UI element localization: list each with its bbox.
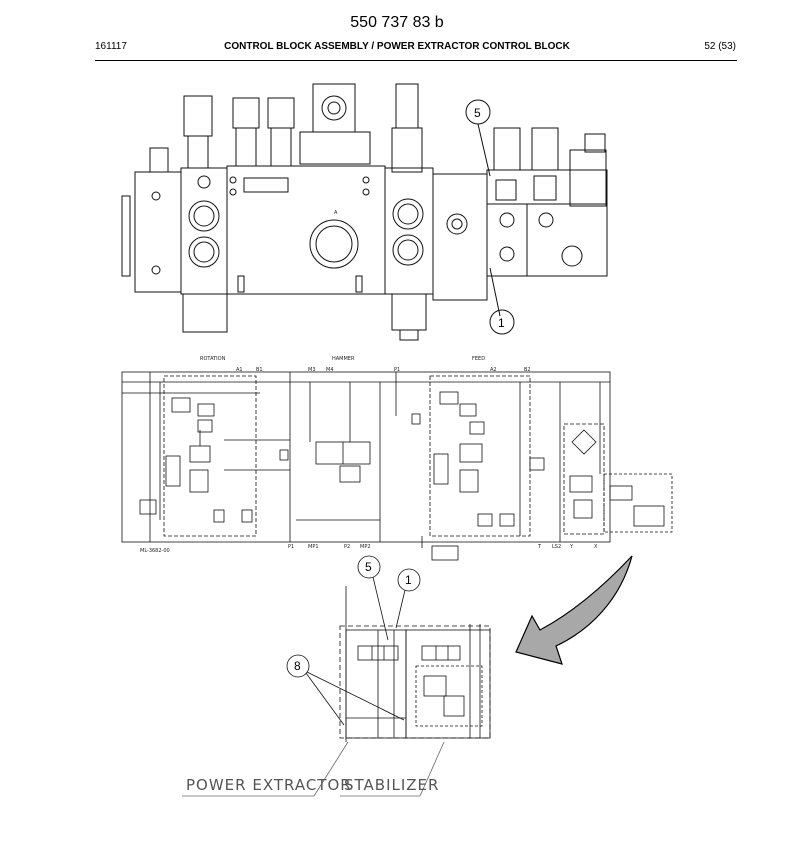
header-title: CONTROL BLOCK ASSEMBLY / POWER EXTRACTOR… bbox=[224, 41, 570, 52]
port-b1: B1 bbox=[256, 367, 263, 373]
callout-5-top: 5 bbox=[474, 106, 481, 120]
callout-1-detail: 1 bbox=[405, 573, 412, 587]
port-label-a: A bbox=[334, 210, 338, 216]
port-ls2: LS2 bbox=[552, 544, 561, 550]
document-number: 550 737 83 b bbox=[350, 14, 444, 31]
port-b2: B2 bbox=[524, 367, 531, 373]
header-page-number: 52 (53) bbox=[704, 41, 736, 52]
label-power-extractor: POWER EXTRACTOR bbox=[186, 776, 352, 794]
label-stabilizer: STABILIZER bbox=[344, 776, 439, 794]
section-label-hammer: HAMMER bbox=[332, 356, 355, 362]
port-a1: A1 bbox=[236, 367, 243, 373]
port-m4: M4 bbox=[326, 367, 334, 373]
valve-block-assembly-drawing bbox=[121, 83, 608, 341]
port-y: Y bbox=[569, 544, 574, 550]
port-m3: M3 bbox=[308, 367, 316, 373]
port-a2: A2 bbox=[490, 367, 497, 373]
callout-1-top: 1 bbox=[498, 316, 505, 330]
callout-5-detail: 5 bbox=[365, 560, 372, 574]
port-t: T bbox=[537, 544, 542, 550]
port-mp2: MP2 bbox=[360, 544, 371, 550]
port-p1: P1 bbox=[288, 544, 294, 550]
port-p1-top: P1 bbox=[394, 367, 400, 373]
callout-8-detail: 8 bbox=[294, 659, 301, 673]
port-mp1: MP1 bbox=[308, 544, 319, 550]
port-p2: P2 bbox=[344, 544, 350, 550]
section-label-rotation: ROTATION bbox=[200, 356, 226, 362]
drawing-id: ML-3682-00 bbox=[140, 548, 170, 554]
hydraulic-schematic bbox=[121, 371, 673, 561]
power-extractor-detail-drawing bbox=[182, 555, 491, 797]
header-date-code: 161117 bbox=[95, 41, 127, 52]
header-rule bbox=[95, 60, 737, 61]
section-label-feed: FEED bbox=[472, 356, 485, 362]
pointer-arrow bbox=[515, 555, 633, 665]
port-x: X bbox=[594, 544, 598, 550]
